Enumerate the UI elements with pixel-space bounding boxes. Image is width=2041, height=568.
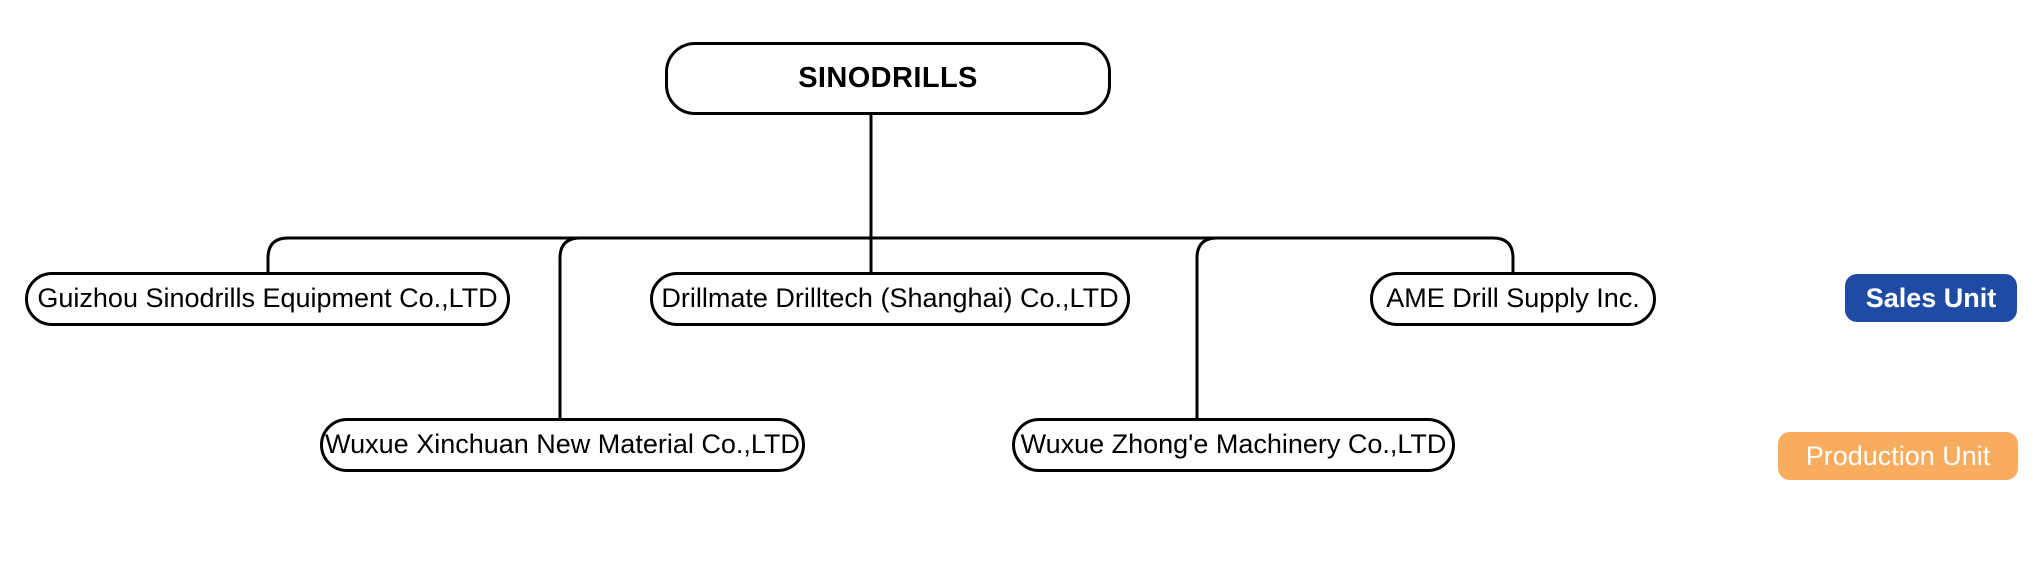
legend-badge-sales-unit[interactable]: Sales Unit — [1845, 274, 2017, 322]
connector-drop-xinchuan — [558, 236, 581, 418]
node-label: Wuxue Zhong'e Machinery Co.,LTD — [1020, 429, 1447, 460]
connector-drop-zhonge — [1195, 236, 1218, 418]
legend-label: Production Unit — [1805, 440, 1991, 471]
node-guizhou-sinodrills-equipment[interactable]: Guizhou Sinodrills Equipment Co.,LTD — [25, 272, 510, 326]
node-label: Drillmate Drilltech (Shanghai) Co.,LTD — [661, 283, 1119, 314]
legend-label: Sales Unit — [1865, 282, 1997, 313]
node-sinodrills[interactable]: SINODRILLS — [665, 42, 1111, 115]
node-wuxue-xinchuan-new-material[interactable]: Wuxue Xinchuan New Material Co.,LTD — [320, 418, 805, 472]
node-ame-drill-supply[interactable]: AME Drill Supply Inc. — [1370, 272, 1656, 326]
node-label: Wuxue Xinchuan New Material Co.,LTD — [325, 429, 800, 460]
node-label: SINODRILLS — [798, 61, 978, 94]
legend-badge-production-unit[interactable]: Production Unit — [1778, 432, 2018, 480]
node-label: Guizhou Sinodrills Equipment Co.,LTD — [37, 283, 498, 314]
node-wuxue-zhonge-machinery[interactable]: Wuxue Zhong'e Machinery Co.,LTD — [1012, 418, 1455, 472]
node-label: AME Drill Supply Inc. — [1386, 283, 1640, 314]
node-drillmate-drilltech-shanghai[interactable]: Drillmate Drilltech (Shanghai) Co.,LTD — [650, 272, 1130, 326]
